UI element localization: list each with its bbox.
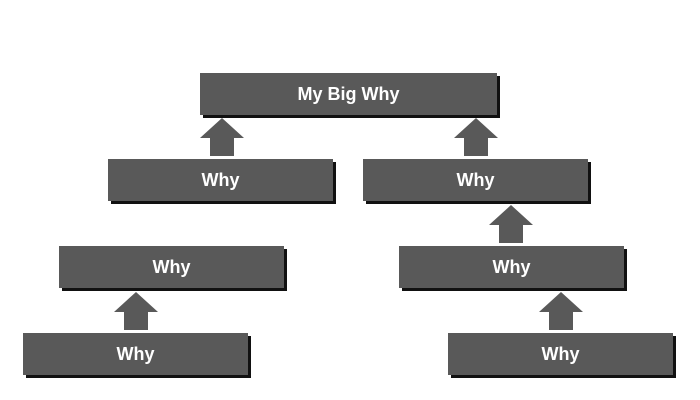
level2-right-why-box: Why [399,246,624,288]
root-box-my-big-why: My Big Why [200,73,497,115]
level1-right-why-box: Why [363,159,588,201]
level2-right-why-label: Why [492,256,531,277]
level1-left-why-label: Why [201,169,240,190]
level3-left-why-box: Why [23,333,248,375]
up-arrow-icon [454,118,498,156]
level1-left-why-box: Why [108,159,333,201]
up-arrow-icon [539,292,583,330]
root-box-label: My Big Why [297,83,400,104]
level2-left-why-box: Why [59,246,284,288]
level3-right-why-box: Why [448,333,673,375]
level1-right-why-label: Why [456,169,495,190]
level3-left-why-label: Why [116,343,155,364]
level3-right-why-label: Why [541,343,580,364]
up-arrow-icon [489,205,533,243]
level2-left-why-label: Why [152,256,191,277]
up-arrow-icon [200,118,244,156]
up-arrow-icon [114,292,158,330]
